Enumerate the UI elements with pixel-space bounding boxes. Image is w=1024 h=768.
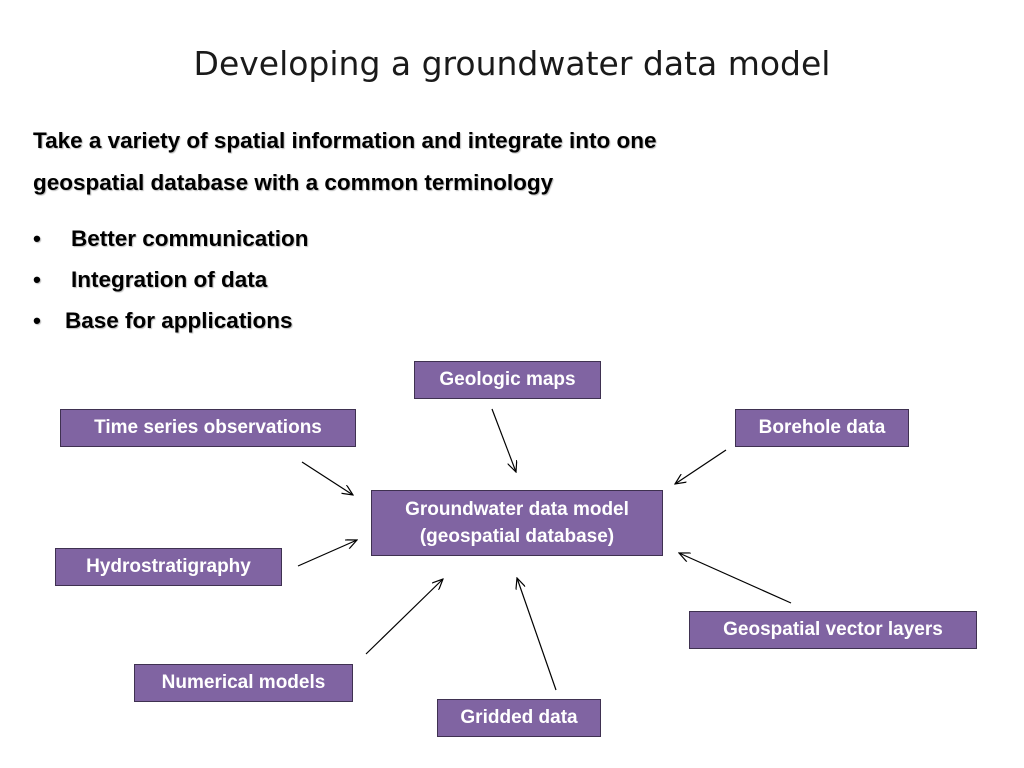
geologic-maps-box: Geologic maps: [414, 361, 601, 399]
geospatial-vector-layers-box: Geospatial vector layers: [689, 611, 977, 649]
intro-text: Take a variety of spatial information an…: [33, 120, 853, 204]
numerical-models-box: Numerical models: [134, 664, 353, 702]
arrow-hydrostratigraphy: [297, 540, 357, 567]
bullet-item: • Base for applications: [33, 300, 309, 341]
center-line-1: Groundwater data model: [405, 499, 629, 520]
arrow-borehole: [675, 449, 727, 484]
intro-line-1: Take a variety of spatial information an…: [33, 128, 657, 153]
hydrostratigraphy-box: Hydrostratigraphy: [55, 548, 282, 586]
gridded-data-box: Gridded data: [437, 699, 601, 737]
bullet-item: • Integration of data: [33, 259, 309, 300]
arrow-numerical-models: [365, 579, 443, 655]
bullet-item: • Better communication: [33, 218, 309, 259]
center-line-2: (geospatial database): [419, 526, 615, 547]
slide-title: Developing a groundwater data model: [193, 44, 831, 83]
groundwater-data-model-box: Groundwater data model (geospatial datab…: [371, 490, 663, 556]
borehole-data-box: Borehole data: [735, 409, 909, 447]
arrow-geologic-maps: [491, 408, 516, 472]
arrow-vector-layers: [679, 553, 792, 604]
bullet-list: • Better communication • Integration of …: [33, 218, 309, 341]
bullet-text: Better communication: [71, 226, 309, 251]
bullet-icon: •: [33, 267, 41, 292]
bullet-icon: •: [33, 308, 41, 333]
intro-line-2: geospatial database with a common termin…: [33, 170, 554, 195]
bullet-text: Integration of data: [71, 267, 268, 292]
time-series-box: Time series observations: [60, 409, 356, 447]
arrow-gridded-data: [517, 578, 557, 691]
arrow-time-series: [301, 461, 353, 495]
bullet-icon: •: [33, 226, 41, 251]
bullet-text: Base for applications: [65, 308, 293, 333]
